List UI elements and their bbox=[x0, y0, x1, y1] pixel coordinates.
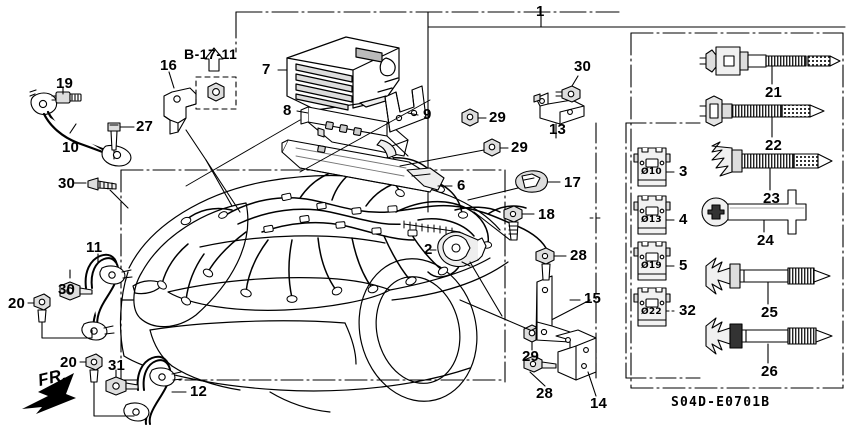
leader-29c2 bbox=[459, 299, 531, 331]
part-6-cover-lower bbox=[281, 139, 445, 193]
callout-24[interactable]: 24 bbox=[757, 232, 775, 249]
part-22-fastener bbox=[699, 95, 825, 127]
callout-17[interactable]: 17 bbox=[564, 174, 582, 191]
leader-28b bbox=[529, 371, 546, 387]
leader-18b bbox=[473, 211, 511, 241]
clip-group bbox=[633, 147, 671, 327]
leader-16b bbox=[168, 71, 175, 89]
callout-28-b[interactable]: 28 bbox=[536, 385, 554, 402]
callout-31[interactable]: 31 bbox=[108, 357, 126, 374]
part-18-bolt bbox=[503, 205, 523, 241]
leader-29b2 bbox=[399, 149, 485, 167]
callout-7[interactable]: 7 bbox=[262, 61, 271, 78]
leader-10 bbox=[69, 123, 77, 134]
leader-2b bbox=[469, 261, 503, 317]
callout-2[interactable]: 2 bbox=[424, 241, 433, 258]
clip-size-4: Ø13 bbox=[641, 215, 662, 225]
callout-8[interactable]: 8 bbox=[283, 102, 292, 119]
part-21-fastener bbox=[699, 46, 841, 76]
leader-9 bbox=[407, 112, 419, 116]
group-frame-fastener-panel bbox=[630, 32, 844, 389]
callout-30-a[interactable]: 30 bbox=[574, 58, 592, 75]
part-25-rivet bbox=[705, 257, 831, 295]
clip-size-32: Ø22 bbox=[641, 307, 662, 317]
callout-29-a[interactable]: 29 bbox=[489, 109, 507, 126]
callout-29-c[interactable]: 29 bbox=[522, 348, 540, 365]
callout-10[interactable]: 10 bbox=[62, 139, 80, 156]
callout-30-b[interactable]: 30 bbox=[58, 175, 76, 192]
leader-30c bbox=[571, 75, 579, 87]
callout-32[interactable]: 32 bbox=[679, 302, 697, 319]
callout-4[interactable]: 4 bbox=[679, 211, 688, 228]
part-17-grommet bbox=[515, 170, 549, 193]
leader-17b bbox=[467, 187, 519, 201]
callout-12[interactable]: 12 bbox=[190, 383, 208, 400]
callout-20-a[interactable]: 20 bbox=[8, 295, 26, 312]
part-16-clamp-bracket bbox=[163, 87, 197, 135]
part-2-holder bbox=[437, 231, 487, 268]
clip-size-3: Ø10 bbox=[641, 167, 662, 177]
part-26-rivet bbox=[705, 317, 833, 355]
leader-12-brace bbox=[93, 381, 135, 417]
callout-16[interactable]: 16 bbox=[160, 57, 178, 74]
callout-13[interactable]: 13 bbox=[549, 121, 567, 138]
callout-3[interactable]: 3 bbox=[679, 163, 688, 180]
callout-19[interactable]: 19 bbox=[56, 75, 74, 92]
part-12-cable bbox=[85, 353, 183, 425]
callout-6[interactable]: 6 bbox=[457, 177, 466, 194]
callout-21[interactable]: 21 bbox=[765, 84, 783, 101]
callout-25[interactable]: 25 bbox=[761, 304, 779, 321]
callout-23[interactable]: 23 bbox=[763, 190, 781, 207]
part-24-band bbox=[701, 189, 807, 235]
part-29-nuts bbox=[461, 108, 541, 343]
part-9-bracket bbox=[384, 85, 427, 133]
leader-8 bbox=[296, 110, 309, 114]
callout-26[interactable]: 26 bbox=[761, 363, 779, 380]
callout-1[interactable]: 1 bbox=[536, 3, 545, 20]
engine-wire-harness bbox=[161, 157, 547, 301]
diagram-code: S04D-E0701B bbox=[671, 395, 771, 410]
part-13-bracket bbox=[533, 85, 585, 125]
callout-29-b[interactable]: 29 bbox=[511, 139, 529, 156]
callout-30-c[interactable]: 30 bbox=[58, 281, 76, 298]
callout-5[interactable]: 5 bbox=[679, 257, 688, 274]
part-15-stay bbox=[535, 247, 571, 343]
callout-27[interactable]: 27 bbox=[136, 118, 154, 135]
callout-20-b[interactable]: 20 bbox=[60, 354, 78, 371]
part-10-ground-cable bbox=[29, 89, 132, 167]
vehicle-outline bbox=[119, 174, 509, 413]
part-23-fastener bbox=[711, 141, 833, 177]
callout-9[interactable]: 9 bbox=[423, 106, 432, 123]
leader-11-brace bbox=[41, 321, 93, 339]
part-14-bracket bbox=[523, 329, 597, 381]
clip-size-5: Ø19 bbox=[641, 261, 662, 271]
harness-corrugate bbox=[400, 220, 464, 236]
callout-28-a[interactable]: 28 bbox=[570, 247, 588, 264]
cross-reference-label[interactable]: B-17-11 bbox=[184, 46, 238, 62]
callout-11[interactable]: 11 bbox=[86, 239, 103, 256]
b-17-11-reference bbox=[195, 47, 237, 110]
part-11-cable bbox=[33, 253, 133, 341]
callout-18[interactable]: 18 bbox=[538, 206, 556, 223]
callout-15[interactable]: 15 bbox=[584, 290, 602, 307]
fr-direction-arrow bbox=[22, 373, 76, 414]
leader-16 bbox=[185, 129, 207, 161]
leader-30a2 bbox=[109, 189, 129, 209]
callout-22[interactable]: 22 bbox=[765, 137, 783, 154]
callout-14[interactable]: 14 bbox=[590, 395, 608, 412]
part-8-cover-upper bbox=[300, 106, 409, 159]
part-30-screw-left bbox=[81, 177, 117, 191]
part-7-ecm bbox=[286, 36, 400, 111]
leader-14 bbox=[587, 371, 597, 397]
group-frame-clip-panel bbox=[625, 122, 701, 379]
harness-connectors bbox=[157, 155, 493, 306]
